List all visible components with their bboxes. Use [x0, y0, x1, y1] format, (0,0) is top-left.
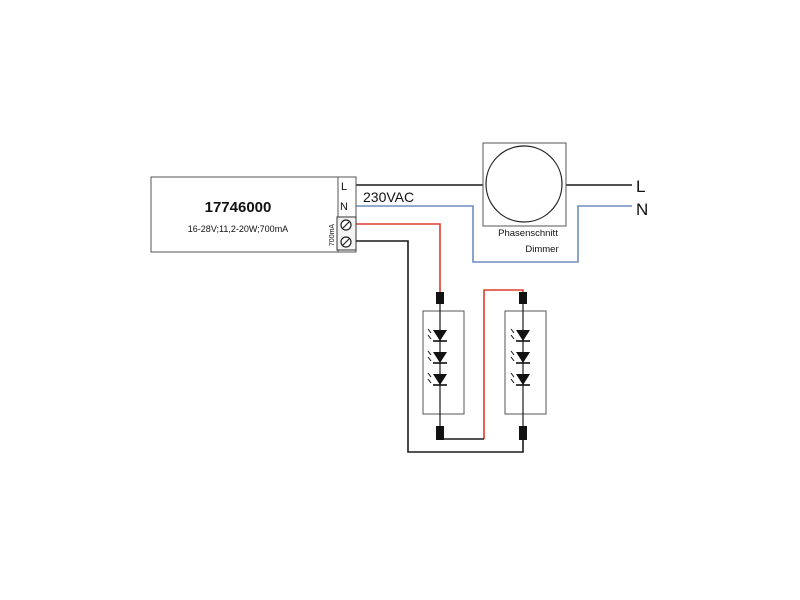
terminal-l-label: L — [341, 181, 347, 193]
wire-output-negative — [354, 240, 524, 453]
connector-top-icon — [519, 292, 527, 304]
led-diode-icon — [510, 350, 530, 364]
wire-series-black — [439, 438, 484, 440]
led-diode-icon — [427, 372, 447, 386]
driver-spec: 16-28V;11,2-20W;700mA — [188, 224, 288, 234]
screw-terminal-negative-icon — [340, 236, 352, 248]
dimmer-label-line2: Dimmer — [525, 244, 558, 255]
dimmer-label-line1: Phasenschnitt — [498, 228, 558, 239]
led-diode-icon — [427, 328, 447, 342]
wire-output-positive — [354, 223, 441, 292]
output-current-label: 700mA — [329, 224, 336, 247]
dimmer: Phasenschnitt Dimmer — [482, 142, 567, 255]
driver-body — [150, 176, 339, 253]
wire-neutral — [355, 205, 632, 263]
mains-neutral-label: N — [636, 200, 648, 219]
terminal-n-label: N — [340, 201, 348, 213]
screw-terminal-positive-icon — [340, 219, 352, 231]
led-module-2 — [504, 292, 547, 440]
mains-voltage-label: 230VAC — [363, 189, 414, 205]
driver-model: 17746000 — [205, 199, 272, 216]
mains-line-label: L — [636, 177, 645, 196]
connector-bottom-icon — [519, 426, 527, 440]
connector-bottom-icon — [436, 426, 444, 440]
led-diode-icon — [510, 328, 530, 342]
led-module-1 — [422, 292, 465, 440]
dimmer-knob-icon — [485, 145, 563, 223]
led-diode-icon — [427, 350, 447, 364]
led-driver: 17746000 16-28V;11,2-20W;700mA L N 700mA — [150, 176, 357, 253]
led-diode-icon — [510, 372, 530, 386]
connector-top-icon — [436, 292, 444, 304]
